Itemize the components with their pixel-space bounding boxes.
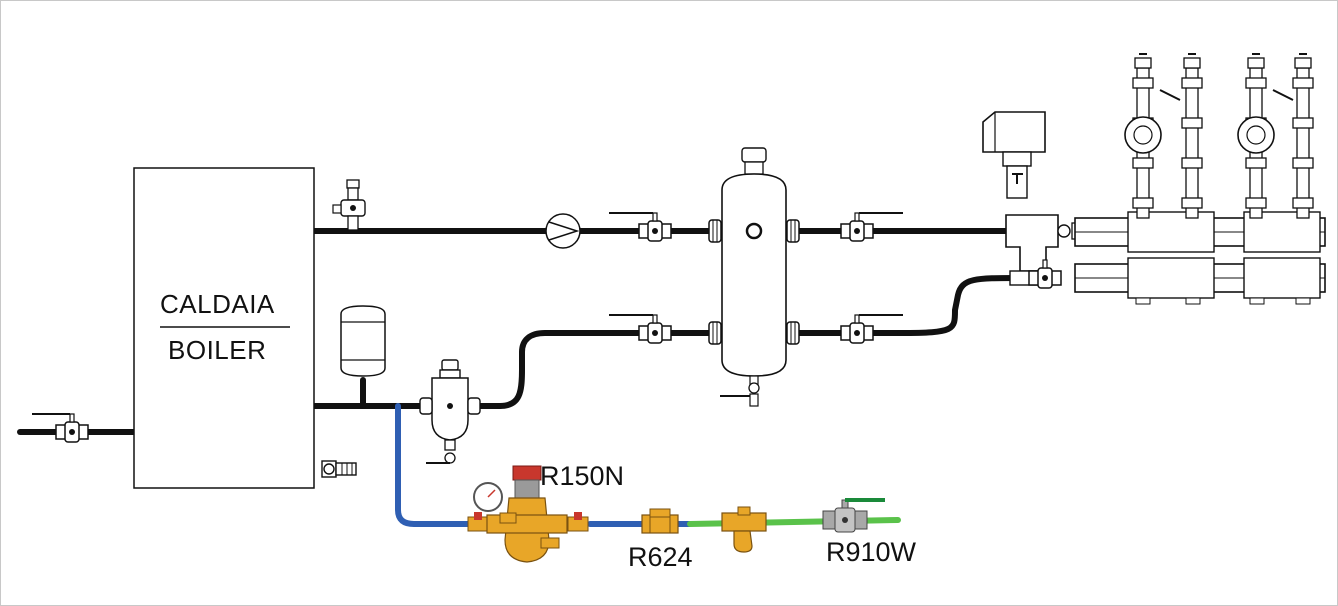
boiler-label-caldaia: CALDAIA — [160, 289, 275, 319]
heating-pipes — [17, 228, 1023, 435]
strainer-icon — [721, 506, 767, 553]
pressure-reducer-label: R150N — [540, 461, 625, 491]
drain-tap-icon — [321, 460, 357, 478]
check-valve-icon — [641, 508, 679, 534]
safety-valve-icon — [332, 179, 366, 231]
boiler-label-boiler: BOILER — [168, 335, 267, 365]
manifold-icon — [1074, 53, 1326, 305]
ball-valve-label: R910W — [826, 537, 917, 567]
pressure-gauge-icon — [473, 482, 517, 524]
inlet-ball-valve-icon — [32, 413, 89, 443]
ball-valve-icon — [840, 212, 903, 242]
dirt-separator-icon — [419, 359, 481, 464]
boiler-unit — [133, 167, 315, 489]
ball-valve-icon — [609, 212, 672, 242]
actuator-icon — [982, 111, 1046, 199]
check-valve-label: R624 — [628, 542, 693, 572]
isolation-valve-icon — [567, 512, 589, 532]
circulator-icon — [1124, 89, 1294, 154]
isolation-valve-icon — [467, 512, 489, 532]
ball-valve-icon — [840, 314, 903, 344]
expansion-vessel-icon — [340, 305, 386, 377]
cold-water-pipes — [395, 403, 901, 527]
ball-valve-icon — [609, 314, 672, 344]
hydraulic-separator-icon — [720, 147, 787, 407]
ball-valve-r910w-icon — [822, 498, 885, 533]
pump-icon — [545, 213, 581, 249]
